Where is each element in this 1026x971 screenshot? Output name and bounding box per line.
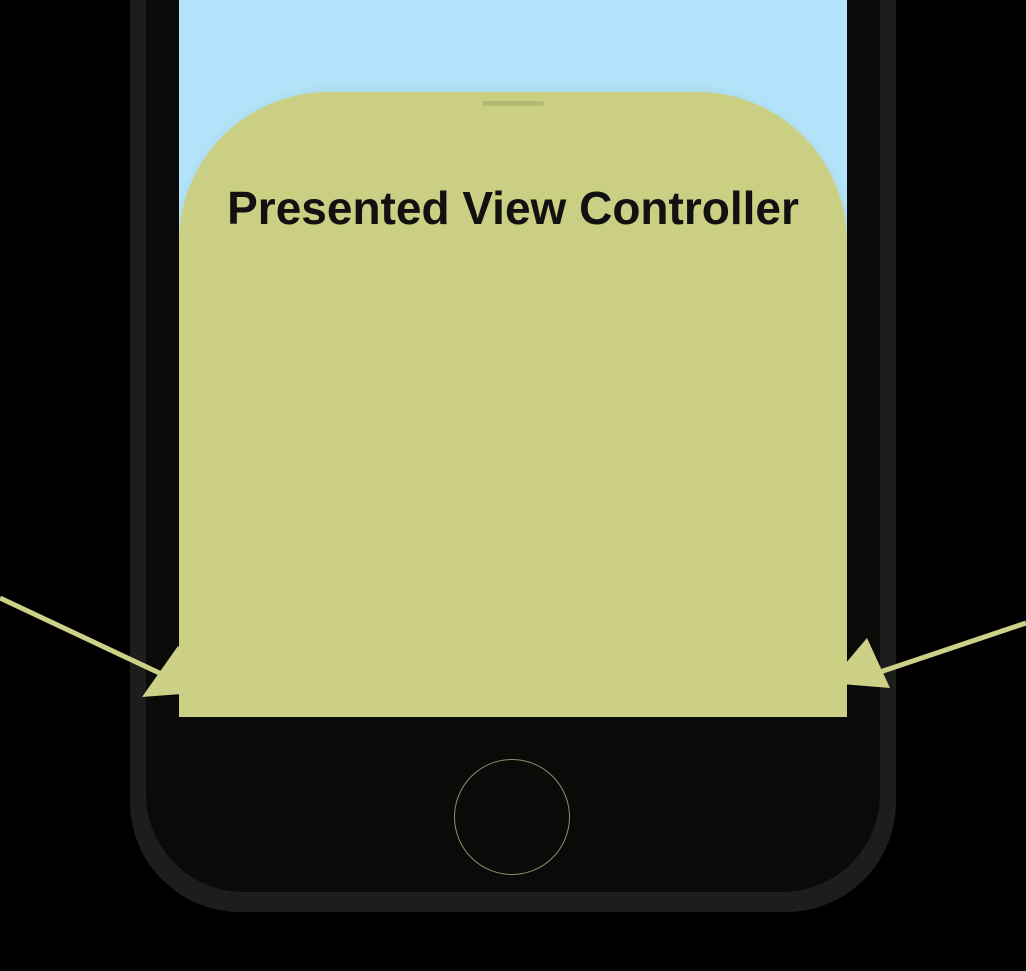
home-button[interactable]: [454, 759, 570, 875]
presented-sheet-fill: [179, 92, 847, 717]
sheet-grabber-handle[interactable]: [482, 101, 544, 106]
device-screen: Presented View Controller: [179, 0, 847, 717]
presented-view-title: Presented View Controller: [227, 182, 799, 234]
